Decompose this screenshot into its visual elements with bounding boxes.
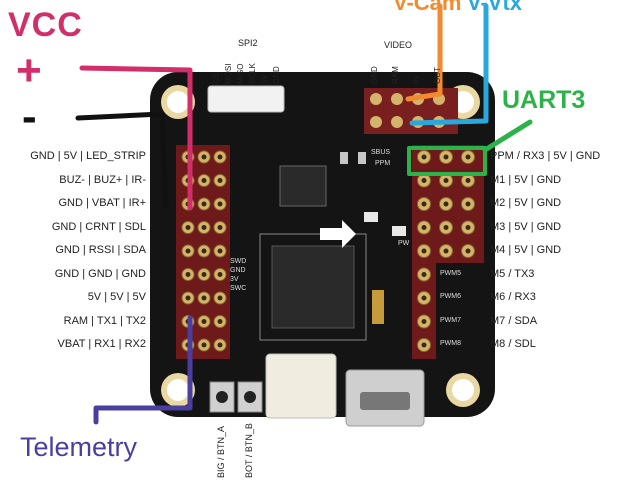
right-pin-label: M4 | 5V | GND xyxy=(490,244,562,256)
sbus-label: SBUS xyxy=(371,149,391,156)
left-pin-label: BUZ- | BUZ+ | IR- xyxy=(59,173,146,186)
right-pin-header xyxy=(412,145,484,359)
spi2-title: SPI2 xyxy=(238,38,258,48)
vcc-label: VCC xyxy=(8,6,83,44)
gyro-chip xyxy=(279,165,327,207)
left-pin-label: GND | GND | GND xyxy=(54,267,146,280)
left-pin-label: VBAT | RX1 | RX2 xyxy=(57,338,146,350)
left-pin-label: 5V | 5V | 5V xyxy=(87,291,146,303)
right-pin-label: M6 / RX3 xyxy=(490,291,536,303)
right-pin-label: M2 | 5V | GND xyxy=(490,197,562,209)
pwm-label: PWM8 xyxy=(440,340,461,347)
button-label: BIG / BTN_A xyxy=(216,425,226,478)
button-label: BOT / BTN_B xyxy=(244,423,254,478)
left-pin-header xyxy=(176,145,230,359)
right-pin-label: M8 / SDL xyxy=(490,338,536,350)
vtx-label: V-Vtx xyxy=(467,0,523,15)
arrow-marker xyxy=(320,220,356,248)
uart3-box xyxy=(407,146,487,176)
swd-label: GND xyxy=(230,267,246,274)
uart3-label: UART3 xyxy=(502,86,586,114)
video-pin-label: RAM xyxy=(391,66,400,84)
vcam-label: V-Cam xyxy=(393,0,462,15)
gnd-wire xyxy=(75,111,169,209)
spi2-pin-label: MISO xyxy=(236,63,245,84)
spi2-pin-label: GND xyxy=(272,66,281,84)
vcam-wire xyxy=(405,3,443,102)
left-pin-label: GND | RSSI | SDA xyxy=(55,244,146,256)
ppm-label: PPM xyxy=(375,160,391,167)
swd-label: 3V xyxy=(230,276,239,283)
spi2-pin-label: MOSI xyxy=(224,63,233,84)
pwm-label: PWM6 xyxy=(440,293,461,300)
pwm-label: PWM7 xyxy=(440,316,461,324)
left-pin-label: GND | VBAT | IR+ xyxy=(58,197,146,209)
mcu-chip xyxy=(271,245,355,329)
right-pin-label: M7 / SDA xyxy=(490,314,538,327)
right-pin-label: M5 / TX3 xyxy=(490,267,535,280)
video-pin-label: OUT xyxy=(433,67,442,84)
left-pin-label: RAM | TX1 | TX2 xyxy=(63,314,146,327)
video-header-pads xyxy=(364,88,458,134)
video-pin-label: GND xyxy=(370,66,379,84)
video-title: VIDEO xyxy=(384,40,413,50)
spi2-connector xyxy=(207,85,285,113)
uart3-wire xyxy=(482,119,533,153)
minus-sign: - xyxy=(22,92,37,141)
left-pin-label: GND | 5V | LED_STRIP xyxy=(30,150,146,162)
pw-label: PW xyxy=(398,240,410,247)
plus-sign: + xyxy=(16,46,42,95)
swd-label: SWC xyxy=(230,285,247,292)
spi2-pin-label: CS xyxy=(212,72,221,84)
telemetry-label: Telemetry xyxy=(20,432,138,462)
telemetry-wire xyxy=(93,315,193,425)
pwm-label: PWM5 xyxy=(440,269,461,277)
bottom-connector xyxy=(265,353,337,419)
vtx-wire xyxy=(409,3,489,126)
left-pin-label: GND | CRNT | SDL xyxy=(51,220,146,233)
vcc-wire xyxy=(79,65,193,211)
swd-label: SWD xyxy=(230,258,247,265)
right-pin-label: M1 | 5V | GND xyxy=(490,173,562,186)
annotation-wires xyxy=(75,3,533,425)
right-pin-label: M3 | 5V | GND xyxy=(490,220,562,233)
spi2-pin-label: 5V xyxy=(260,74,269,84)
video-pin-label: IN xyxy=(412,76,421,84)
spi2-pin-label: SCLK xyxy=(248,63,257,84)
right-pin-label: PPM / RX3 | 5V | GND xyxy=(490,150,601,162)
